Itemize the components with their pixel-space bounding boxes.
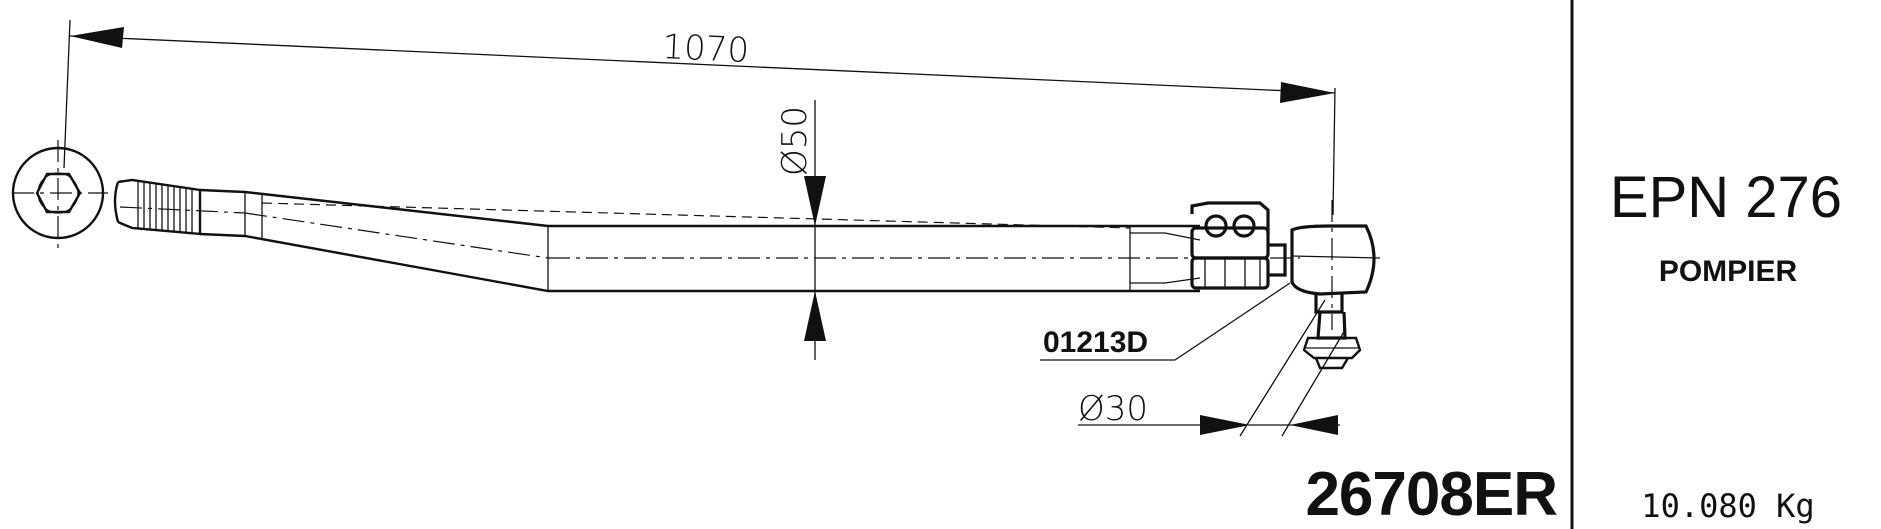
length-dimension: 1070: [63, 19, 1336, 216]
tube-diameter-label: Ø50: [775, 106, 815, 176]
clamp-part-leader: 01213D: [1040, 282, 1291, 361]
tube-diameter-dimension: Ø50: [775, 100, 826, 360]
stud-arrow-right: [1290, 415, 1338, 435]
dimension-arrowhead-right: [1280, 82, 1335, 103]
tie-rod-tube: [119, 188, 1300, 293]
clamp-bolt-1: [1204, 214, 1228, 238]
stud-arrow-left: [1200, 415, 1250, 435]
ball-stud-diameter-label: Ø30: [1078, 389, 1148, 429]
threaded-end: [113, 178, 202, 236]
left-ball-joint: [11, 140, 108, 248]
weight-label: 10.080 Kg: [1641, 487, 1814, 525]
application-name: POMPIER: [1659, 255, 1798, 288]
clamp: [1190, 201, 1270, 290]
dimension-arrowhead-left: [70, 27, 124, 48]
ball-stud-diameter-dimension: Ø30: [1078, 299, 1346, 437]
clamp-bolt-2: [1232, 214, 1256, 238]
application-code: EPN 276: [1610, 165, 1842, 230]
diameter-arrow-top: [804, 176, 826, 226]
part-number: 26708ER: [1305, 460, 1557, 529]
length-label: 1070: [662, 27, 750, 71]
right-ball-joint: [1268, 200, 1381, 370]
clamp-part-number: 01213D: [1043, 326, 1148, 359]
diameter-arrow-bottom: [804, 291, 826, 341]
